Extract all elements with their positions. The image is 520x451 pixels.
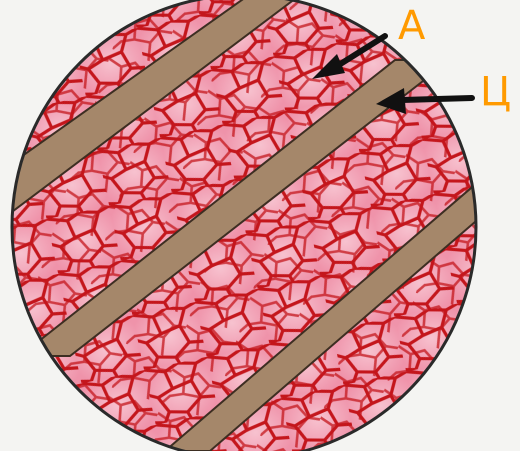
label-a: А [398, 6, 425, 46]
label-c: Ц [480, 72, 511, 112]
